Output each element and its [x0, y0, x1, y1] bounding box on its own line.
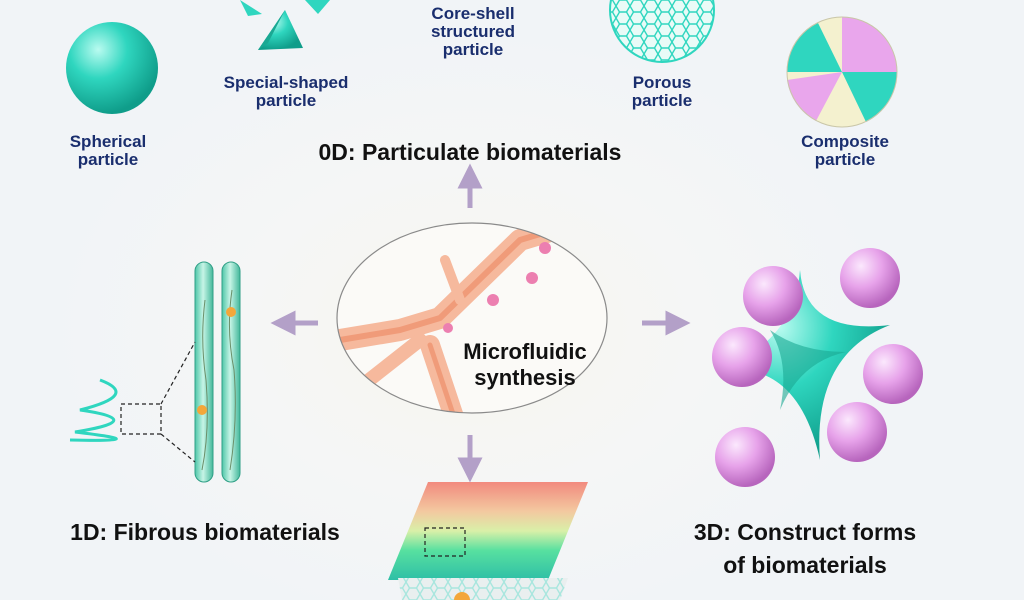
special-shaped-particle-label: Special-shaped particle [223, 73, 349, 110]
spherical-particle-icon [66, 22, 158, 114]
porous-particle-label: Porous particle [631, 73, 693, 110]
construct-sphere-2 [840, 248, 900, 308]
one-d-label: 1D: Fibrous biomaterials [70, 519, 340, 545]
core-shell-particle-label: Core-shell structured particle [430, 4, 516, 59]
fiber-illustration [69, 261, 241, 483]
construct-sphere-3 [712, 327, 772, 387]
spherical-particle-label: Spherical particle [69, 132, 147, 169]
three-d-label-line2: of biomaterials [723, 552, 887, 578]
zero-d-label: 0D: Particulate biomaterials [318, 139, 622, 165]
construct-sphere-5 [715, 427, 775, 487]
construct-illustration [712, 248, 923, 487]
special-shaped-particle-icon [240, 0, 330, 50]
center-label-line1: Microfluidic [463, 339, 587, 364]
construct-sphere-1 [743, 266, 803, 326]
porous-particle-icon [609, 0, 715, 63]
three-d-label-line1: 3D: Construct forms [693, 519, 917, 545]
center-label-line2: synthesis [474, 365, 576, 390]
sheet-illustration [388, 482, 588, 600]
composite-particle-label: Composite particle [801, 132, 889, 169]
composite-particle-icon [786, 16, 898, 128]
construct-sphere-4 [863, 344, 923, 404]
construct-sphere-6 [827, 402, 887, 462]
